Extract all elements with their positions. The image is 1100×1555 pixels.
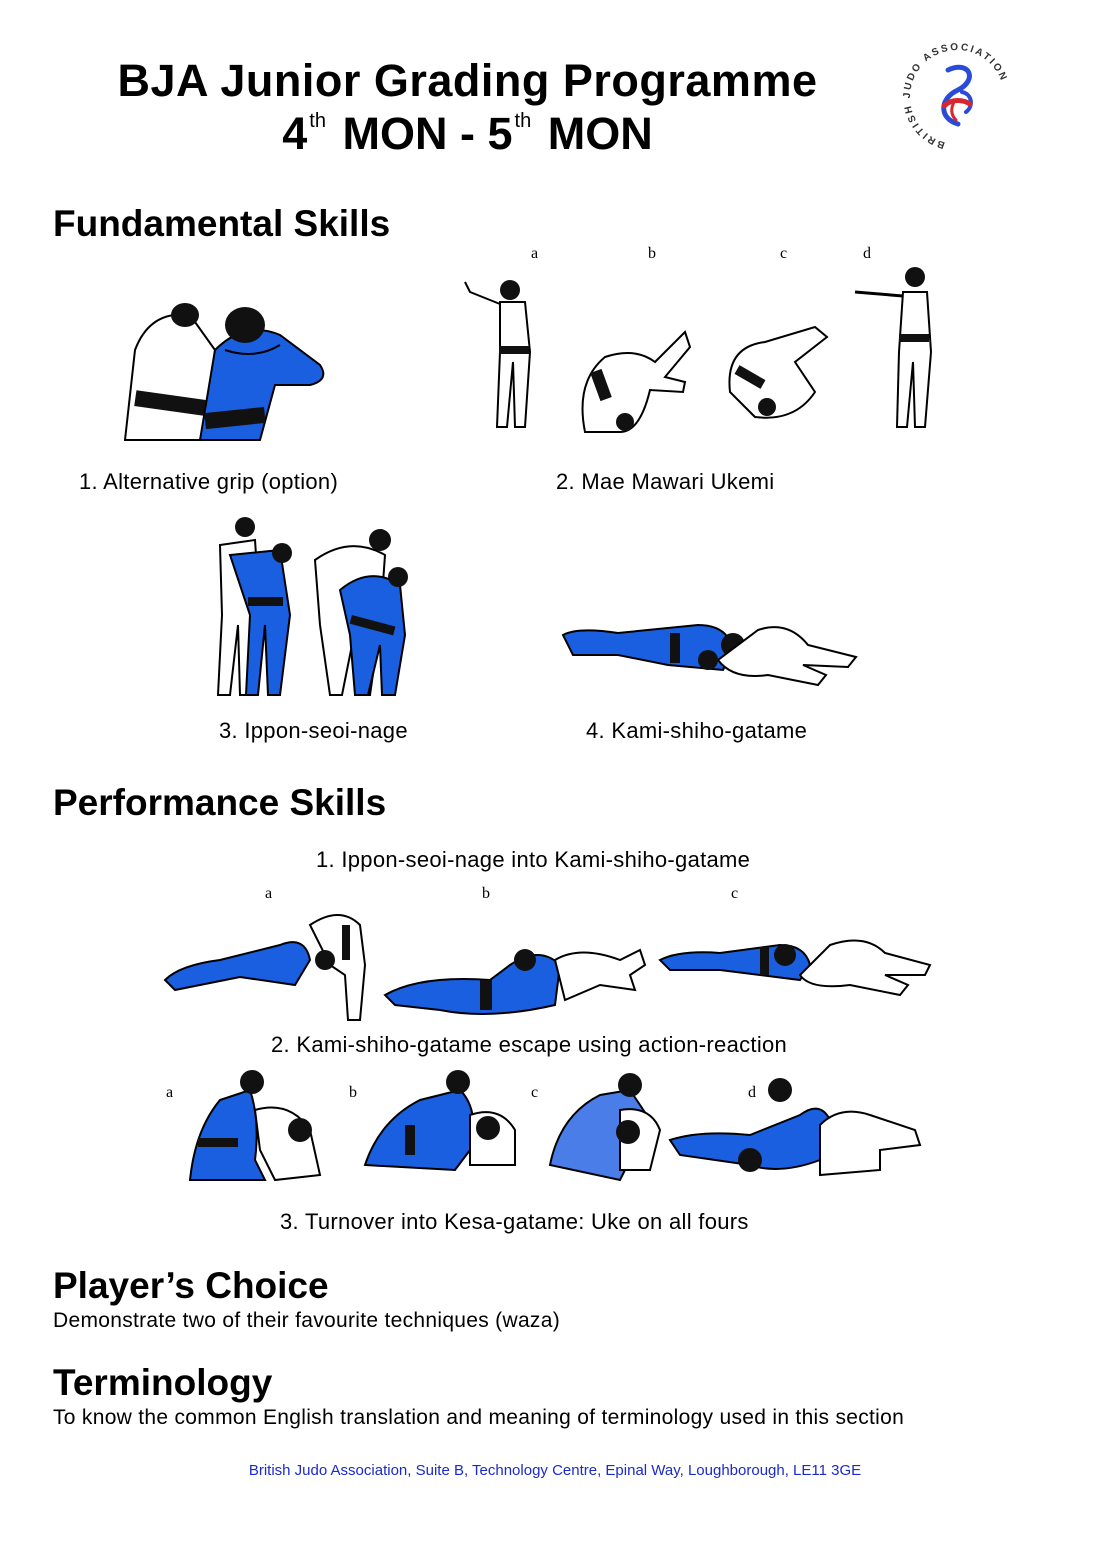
grade-from-suffix: th: [309, 110, 326, 132]
sequence-a: [163, 914, 367, 1021]
item2-letter-a: a: [166, 1084, 174, 1101]
terminology-text: To know the common English translation a…: [53, 1406, 905, 1429]
ukemi-figure-a: [464, 280, 532, 428]
grade-end: MON: [547, 108, 653, 159]
performance-item-1: 1. Ippon-seoi-nage into Kami-shiho-gatam…: [316, 847, 751, 872]
fundamental-caption-4: 4. Kami-shiho-gatame: [586, 718, 808, 743]
kami-shiho-gatame-illustration: [561, 623, 858, 687]
grade-mid: MON - 5: [342, 108, 513, 159]
ukemi-letter-c: c: [780, 245, 788, 262]
ukemi-letter-d: d: [863, 245, 871, 262]
fundamental-caption-3: 3. Ippon-seoi-nage: [219, 718, 408, 743]
terminology-heading: Terminology: [53, 1362, 273, 1403]
escape-d: [668, 1078, 922, 1177]
fundamental-caption-2: 2. Mae Mawari Ukemi: [556, 469, 775, 494]
ukemi-letter-a: a: [531, 245, 539, 262]
fundamental-caption-1: 1. Alternative grip (option): [79, 469, 339, 494]
seoi-pair-1: [216, 517, 292, 696]
performance-skills-heading: Performance Skills: [53, 782, 387, 823]
seoi-into-kami-shiho-illustration: [163, 914, 932, 1021]
seoi-pair-2: [313, 529, 408, 696]
fundamental-skills-heading: Fundamental Skills: [53, 203, 391, 244]
alternative-grip-illustration: [123, 303, 325, 441]
item1-letter-c: c: [731, 885, 739, 902]
item2-letter-b: b: [349, 1084, 357, 1101]
mae-mawari-ukemi-illustration: [464, 267, 933, 433]
item2-letter-d: d: [748, 1084, 756, 1101]
players-choice-heading: Player’s Choice: [53, 1265, 329, 1306]
page-title: BJA Junior Grading Programme: [117, 55, 818, 106]
escape-b: [363, 1070, 516, 1172]
ukemi-figure-c: [728, 325, 829, 419]
logo-text: BRITISH JUDO ASSOCIATION: [902, 42, 1007, 150]
performance-item-3: 3. Turnover into Kesa-gatame: Uke on all…: [280, 1209, 749, 1234]
footer-address: British Judo Association, Suite B, Techn…: [248, 1462, 862, 1479]
grade-from-number: 4: [282, 108, 308, 159]
escape-a: [188, 1070, 322, 1182]
kami-shiho-escape-illustration: [188, 1070, 922, 1182]
sequence-c: [658, 939, 932, 997]
players-choice-text: Demonstrate two of their favourite techn…: [53, 1309, 560, 1332]
grade-to-suffix: th: [514, 110, 532, 132]
sequence-b: [383, 948, 647, 1015]
ippon-seoi-nage-illustration: [216, 517, 408, 696]
ukemi-figure-d: [854, 267, 933, 428]
ukemi-figure-b: [581, 330, 692, 433]
performance-item-2: 2. Kami-shiho-gatame escape using action…: [271, 1032, 788, 1057]
svg-text:BRITISH JUDO ASSOCIATION: BRITISH JUDO ASSOCIATION: [902, 42, 1009, 150]
ukemi-letter-b: b: [648, 245, 656, 262]
item2-letter-c: c: [531, 1084, 539, 1101]
item1-letter-a: a: [265, 885, 273, 902]
bja-logo: BRITISH JUDO ASSOCIATION: [902, 42, 1009, 150]
item1-letter-b: b: [482, 885, 490, 902]
escape-c: [548, 1073, 662, 1182]
